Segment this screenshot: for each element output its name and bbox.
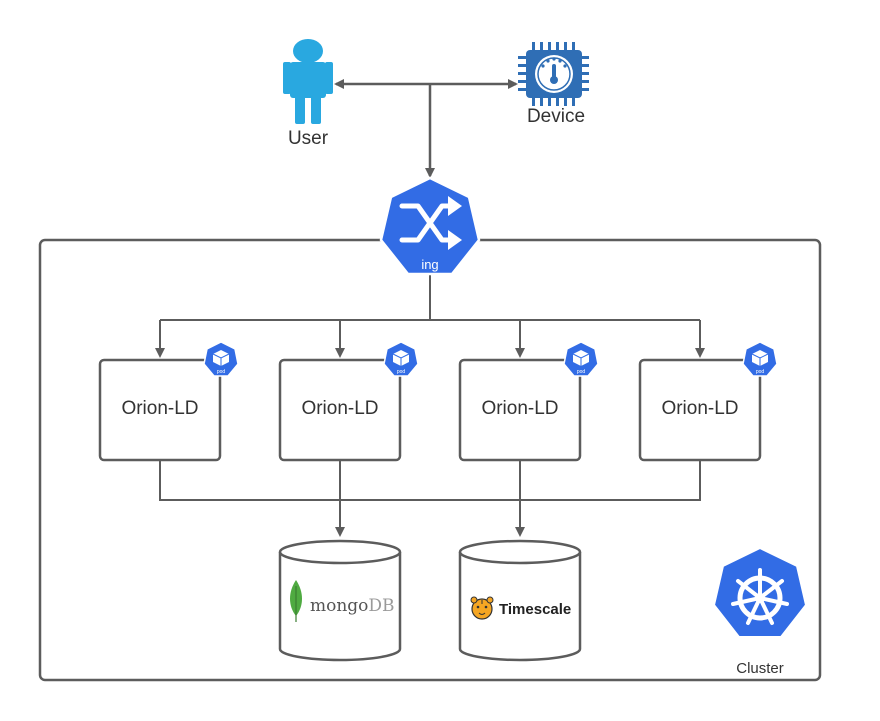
timescale-logo-text: Timescale [499,601,571,618]
pod-icon: pod [563,341,599,377]
timescale-database: Timescale [458,539,582,662]
mongodb-logo-part2: DB [368,596,394,616]
mongodb-logo-part1: mongo [310,596,368,616]
user-label: User [288,128,329,149]
top-connectors [334,79,518,178]
pod-label: Orion-LD [481,398,558,419]
timescale-tiger-icon [470,596,494,620]
device-label: Device [527,106,585,127]
pod-icon: pod [203,341,239,377]
cluster-label: Cluster [736,660,784,677]
mongodb-database: mongoDB [278,539,402,662]
pod-icon: pod [742,341,778,377]
user-icon [283,39,333,124]
db-connectors [159,460,701,537]
pod-orion-ld-4: Orion-LD pod [638,341,778,462]
pod-badge-text: pod [397,369,406,375]
pod-icon: pod [383,341,419,377]
pod-orion-ld-1: Orion-LD pod [98,341,239,462]
mongodb-leaf-icon [290,580,302,622]
pod-label: Orion-LD [121,398,198,419]
device-icon [518,42,589,106]
ingress-label: ing [421,257,438,272]
pod-badge-text: pod [577,369,586,375]
pod-label: Orion-LD [301,398,378,419]
kubernetes-cluster-icon [712,546,808,638]
pod-orion-ld-3: Orion-LD pod [458,341,599,462]
pod-badge-text: pod [217,369,226,375]
mongodb-logo-text: mongoDB [310,596,395,616]
ingress-connectors [155,274,705,358]
pod-orion-ld-2: Orion-LD pod [278,341,419,462]
pod-label: Orion-LD [661,398,738,419]
pod-badge-text: pod [756,369,765,375]
ingress-icon: ing [379,176,481,276]
